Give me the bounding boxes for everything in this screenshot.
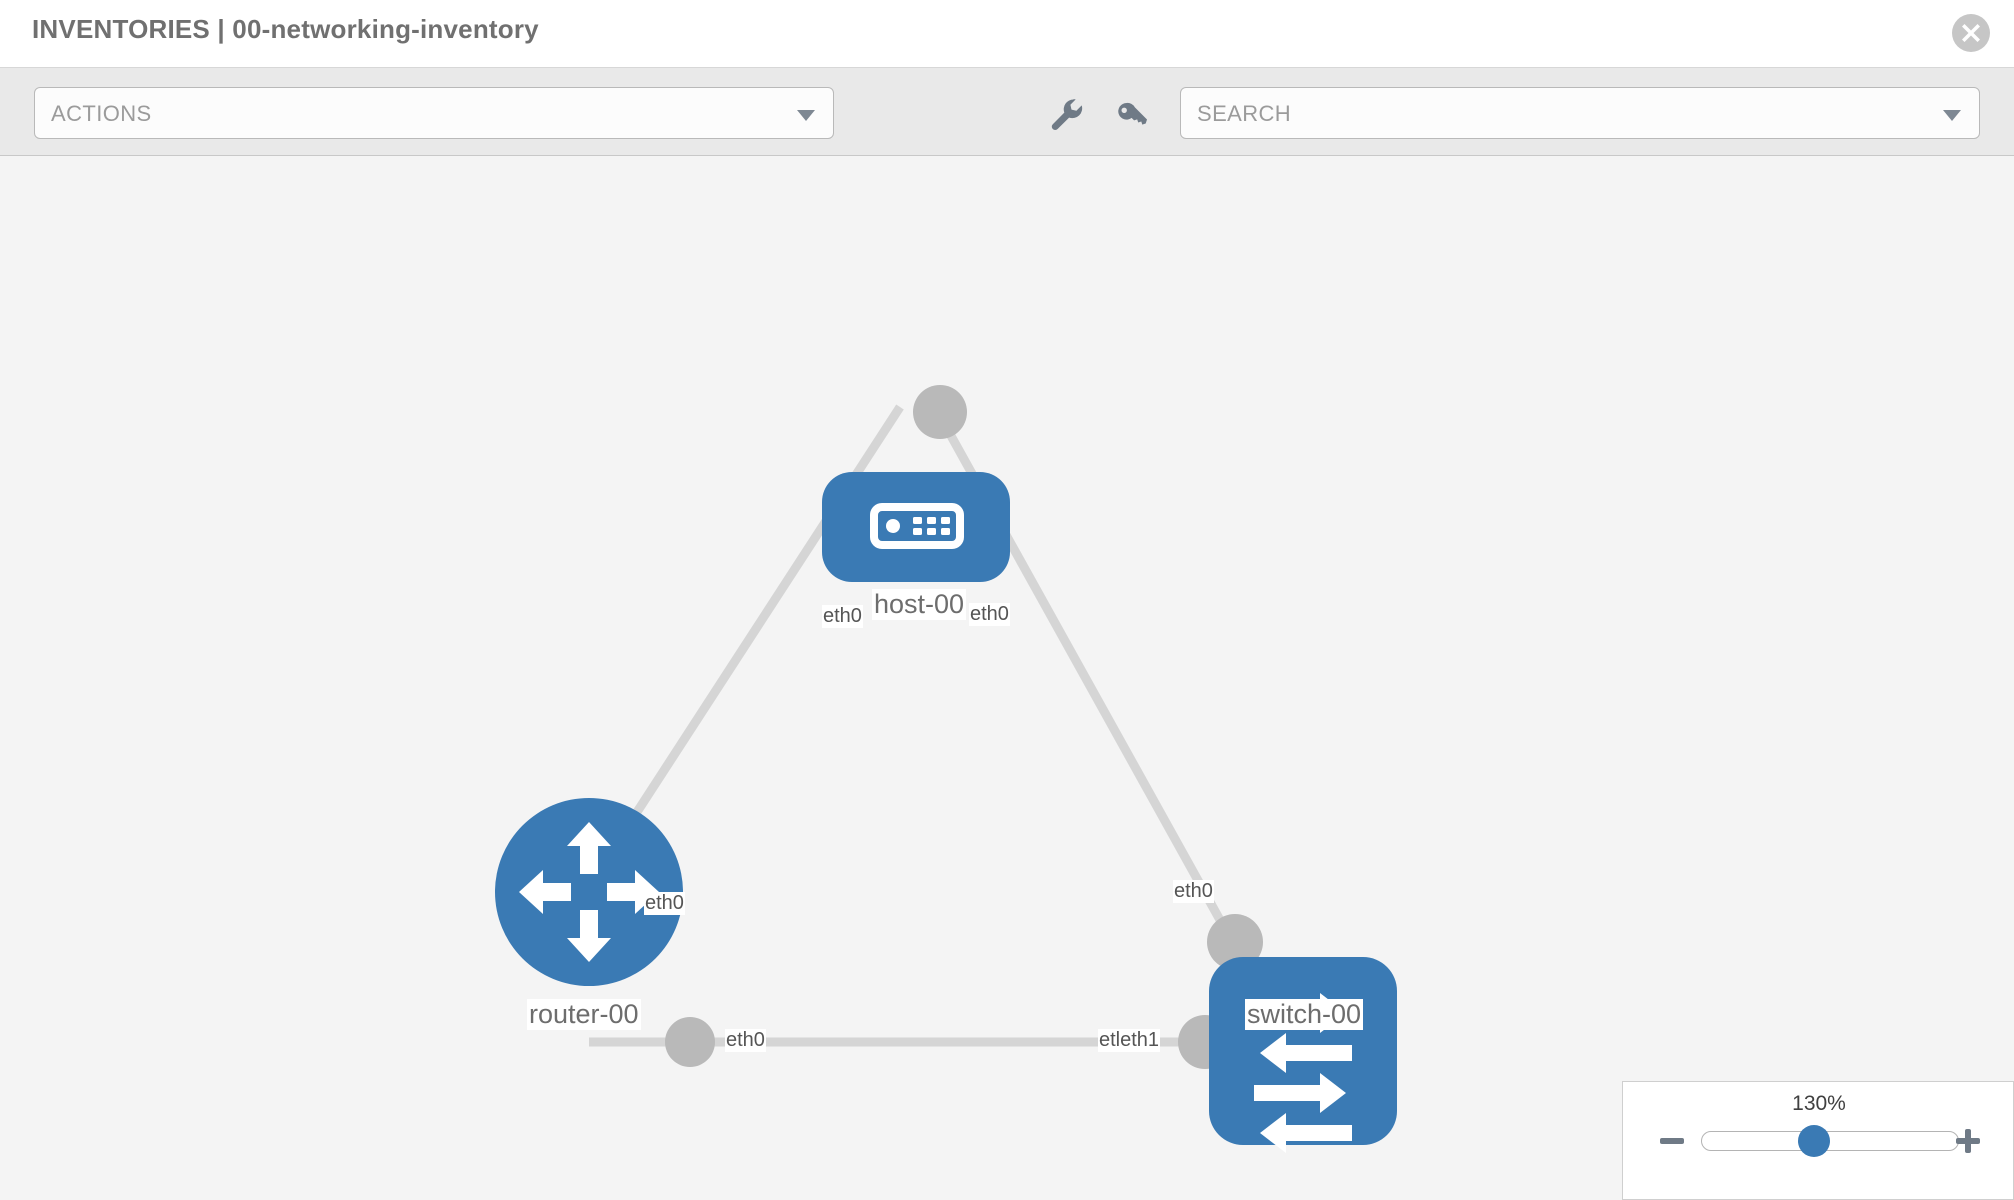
zoom-slider-thumb[interactable] <box>1798 1125 1830 1157</box>
zoom-level-value: 130% <box>1792 1092 1846 1115</box>
port-switch-left-upper[interactable] <box>1207 914 1263 970</box>
port-router-right[interactable] <box>665 1017 715 1067</box>
topology-graph <box>495 385 1397 1153</box>
close-icon[interactable] <box>1952 14 1990 52</box>
search-input[interactable]: SEARCH <box>1180 87 1980 139</box>
key-icon[interactable] <box>1112 94 1152 134</box>
wrench-icon[interactable] <box>1046 94 1086 134</box>
port-label-router-right: eth0 <box>725 1029 766 1052</box>
minus-glyph <box>1660 1138 1684 1144</box>
node-switch-00[interactable] <box>1209 957 1397 1153</box>
port-host-bottom[interactable] <box>913 385 967 439</box>
zoom-control-panel: 130% <box>1622 1081 2014 1200</box>
chevron-down-icon[interactable] <box>1943 110 1961 121</box>
actions-dropdown[interactable]: ACTIONS <box>34 87 834 139</box>
page-title: INVENTORIES | 00-networking-inventory <box>32 14 539 44</box>
port-label-host-right: eth0 <box>969 603 1010 626</box>
plus-icon[interactable] <box>1953 1126 1983 1156</box>
toolbar: ACTIONS SEARCH <box>0 68 2014 156</box>
close-glyph <box>1962 24 1980 42</box>
zoom-slider-track[interactable] <box>1701 1131 1959 1151</box>
topology-canvas[interactable]: host-00 router-00 switch-00 eth0 eth0 et… <box>0 157 2014 1200</box>
key-glyph <box>1118 102 1147 125</box>
port-label-host-left: eth0 <box>822 605 863 628</box>
node-host-00[interactable] <box>822 472 1010 582</box>
minus-icon[interactable] <box>1657 1126 1687 1156</box>
plus-glyph <box>1956 1129 1980 1153</box>
node-router-00[interactable] <box>495 798 683 986</box>
actions-dropdown-label: ACTIONS <box>51 101 152 126</box>
node-label-host-00: host-00 <box>872 589 967 620</box>
wrench-glyph <box>1051 99 1083 130</box>
search-placeholder: SEARCH <box>1197 101 1292 126</box>
chevron-down-icon <box>797 110 815 121</box>
port-label-router-uplink: eth0 <box>644 892 685 915</box>
node-label-router-00: router-00 <box>527 999 641 1030</box>
server-icon <box>870 503 964 549</box>
node-label-switch-00: switch-00 <box>1245 999 1364 1030</box>
port-label-switch-left-merged: etleth1 <box>1098 1029 1161 1052</box>
page-header: INVENTORIES | 00-networking-inventory <box>0 0 2014 68</box>
port-label-switch-uplink: eth0 <box>1173 880 1214 903</box>
